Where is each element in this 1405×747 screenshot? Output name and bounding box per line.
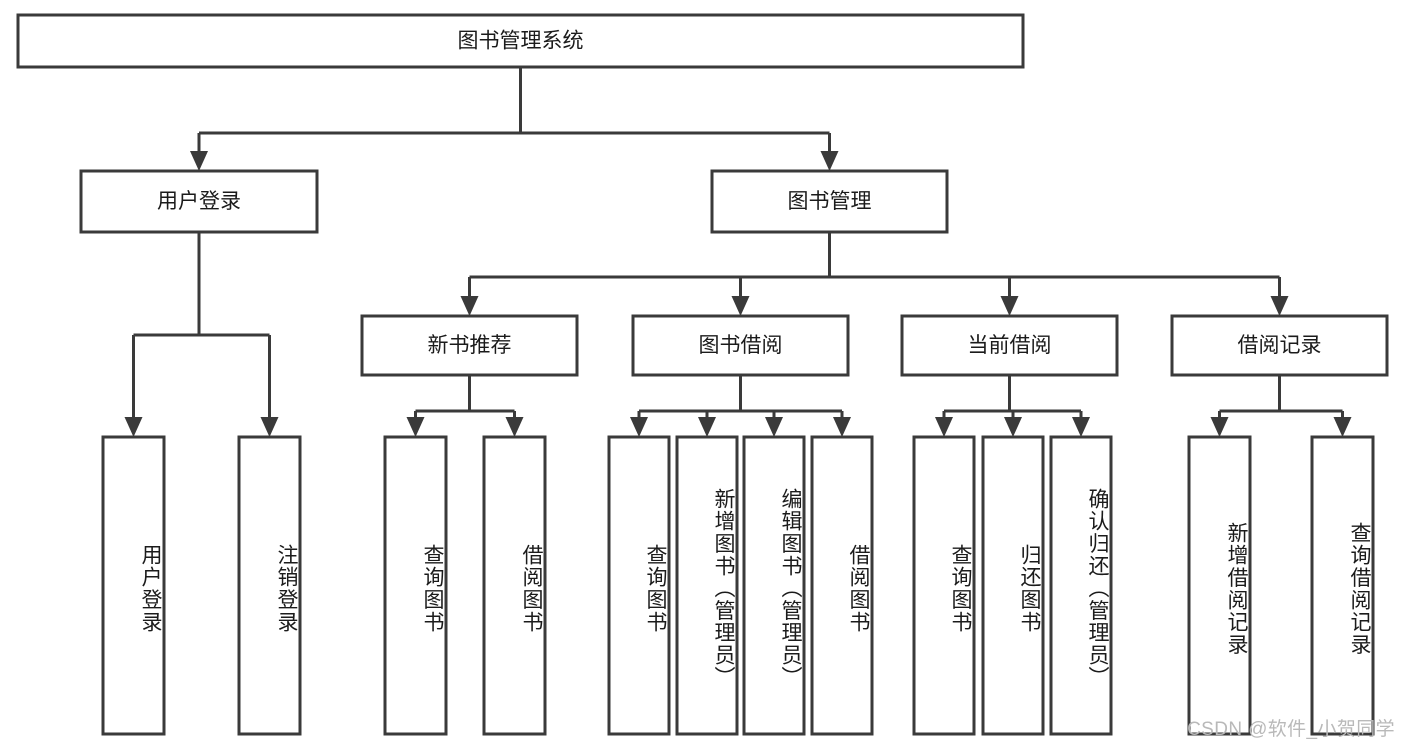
node-level2-0-label: 用户登录 [157,190,241,213]
node-leaf-2-rect[interactable] [383,435,448,736]
node-leaf-12[interactable] [1310,435,1375,736]
node-leaf-6-rect[interactable] [742,435,806,736]
node-leaf-4[interactable] [607,435,671,736]
node-level3-1[interactable]: 图书借阅 [631,314,850,377]
arrow-head-icon-leaf-3-2 [1072,417,1090,437]
node-root-rect[interactable] [16,13,1025,69]
node-level3-2-label: 当前借阅 [968,334,1052,357]
arrow-head-icon-leaf-1-1 [505,417,524,437]
node-level3-1-rect[interactable] [631,314,850,377]
node-level3-3-rect[interactable] [1170,314,1389,377]
node-leaf-9-rect[interactable] [981,435,1045,736]
arrow-head-icon-level2-1 [820,151,839,171]
node-leaf-6[interactable] [742,435,806,736]
node-leaf-1-rect[interactable] [237,435,302,736]
node-level3-2-rect[interactable] [900,314,1119,377]
node-level3-0-rect[interactable] [360,314,579,377]
arrow-head-icon-leaf-3-1 [1004,417,1022,437]
node-leaf-9[interactable] [981,435,1045,736]
arrow-head-icon-level3-1 [731,296,750,316]
node-leaf-11-rect[interactable] [1187,435,1252,736]
node-leaf-0[interactable] [101,435,166,736]
node-level3-0[interactable]: 新书推荐 [360,314,579,377]
arrow-head-icon-leaf-3-0 [935,417,953,437]
node-leaf-7-rect[interactable] [810,435,874,736]
node-leaf-5[interactable] [675,435,739,736]
node-root-label: 图书管理系统 [458,30,584,53]
node-leaf-3-rect[interactable] [482,435,547,736]
arrow-head-icon-leaf-0-0 [124,417,143,437]
node-leaf-7[interactable] [810,435,874,736]
node-leaf-0-rect[interactable] [101,435,166,736]
node-level2-0[interactable]: 用户登录 [79,169,319,234]
arrow-head-icon-leaf-2-0 [630,417,648,437]
arrow-head-icon-leaf-0-1 [260,417,279,437]
arrow-head-icon-leaf-2-2 [765,417,783,437]
node-leaf-10-rect[interactable] [1049,435,1113,736]
node-level3-2[interactable]: 当前借阅 [900,314,1119,377]
arrow-head-icon-leaf-2-1 [698,417,716,437]
node-level2-1-rect[interactable] [710,169,949,234]
connectors-layer [124,67,1352,437]
node-leaf-1[interactable] [237,435,302,736]
node-leaf-3[interactable] [482,435,547,736]
arrow-head-icon-level2-0 [190,151,208,171]
node-leaf-2[interactable] [383,435,448,736]
node-leaf-11[interactable] [1187,435,1252,736]
arrow-head-icon-level3-0 [460,296,479,316]
arrow-head-icon-level3-3 [1270,296,1289,316]
arrow-head-icon-leaf-2-3 [833,417,851,437]
arrow-head-icon-leaf-1-0 [406,417,425,437]
node-level3-3-label: 借阅记录 [1238,334,1322,357]
node-level3-0-label: 新书推荐 [428,334,512,357]
node-leaf-8[interactable] [912,435,976,736]
arrow-head-icon-leaf-4-1 [1333,417,1352,437]
node-leaf-5-rect[interactable] [675,435,739,736]
node-level3-1-label: 图书借阅 [699,334,783,357]
watermark-text: CSDN @软件_小贺同学 [1187,719,1395,740]
node-leaf-8-rect[interactable] [912,435,976,736]
node-root[interactable]: 图书管理系统 [16,13,1025,69]
arrow-head-icon-level3-2 [1000,296,1019,316]
node-leaf-4-rect[interactable] [607,435,671,736]
node-level3-3[interactable]: 借阅记录 [1170,314,1389,377]
node-level2-1-label: 图书管理 [788,190,872,213]
node-level2-1[interactable]: 图书管理 [710,169,949,234]
node-leaf-10[interactable] [1049,435,1113,736]
node-level2-0-rect[interactable] [79,169,319,234]
node-leaf-12-rect[interactable] [1310,435,1375,736]
arrow-head-icon-leaf-4-0 [1210,417,1229,437]
